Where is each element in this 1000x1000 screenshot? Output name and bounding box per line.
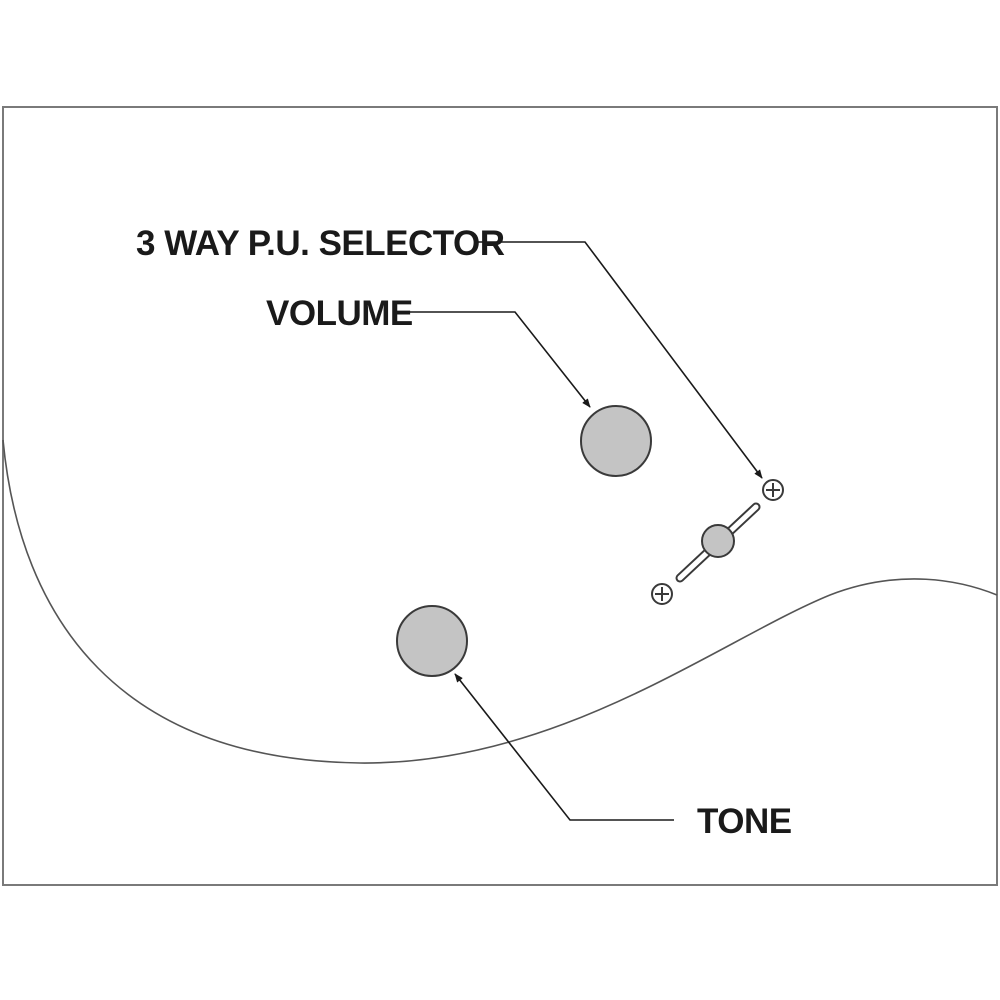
selector-label: 3 WAY P.U. SELECTOR bbox=[136, 224, 505, 263]
screw-bottom-icon bbox=[651, 583, 673, 605]
volume-leader-line bbox=[405, 311, 591, 408]
volume-label: VOLUME bbox=[266, 294, 413, 333]
tone-label: TONE bbox=[697, 802, 792, 841]
tone-knob bbox=[396, 605, 468, 677]
selector-leader-line bbox=[477, 241, 763, 479]
tone-leader-line bbox=[454, 673, 674, 821]
volume-knob bbox=[580, 405, 652, 477]
pickup-selector-switch bbox=[675, 502, 761, 583]
screw-top-icon bbox=[762, 479, 784, 501]
selector-tip bbox=[701, 524, 735, 558]
diagram-frame bbox=[2, 106, 998, 886]
